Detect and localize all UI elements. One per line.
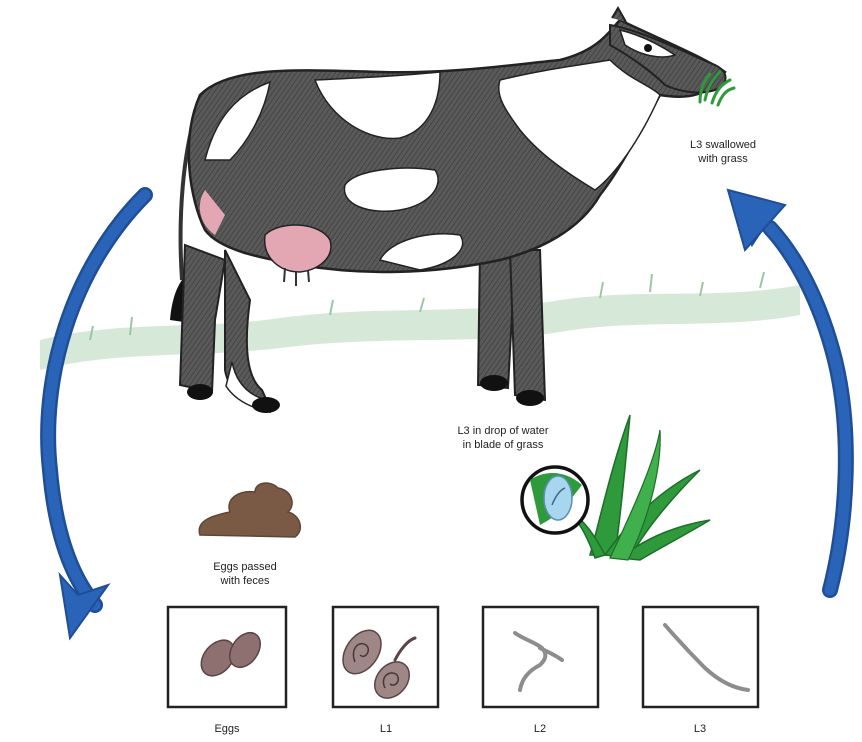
feces-icon: [199, 483, 300, 537]
cycle-arrow-right: [728, 190, 846, 590]
stage-label-l2: L2: [500, 722, 580, 736]
stage-label-eggs: Eggs: [187, 722, 267, 736]
cow-hind-leg: [180, 245, 225, 392]
stage-label-l1: L1: [346, 722, 426, 736]
cow-illustration: [170, 8, 726, 413]
stage-box-l2: [483, 607, 598, 707]
stage-label-l3: L3: [660, 722, 740, 736]
label-eggs-passed: Eggs passed with feces: [190, 560, 300, 588]
stage-box-l3: [643, 607, 758, 707]
label-l3-in-drop: L3 in drop of water in blade of grass: [438, 424, 568, 452]
cow-front-leg: [478, 250, 515, 388]
label-l3-swallowed: L3 swallowed with grass: [668, 138, 778, 166]
stage-box-eggs: [168, 607, 286, 707]
stage-box-l1: [333, 607, 438, 707]
cow-udder: [265, 225, 331, 272]
water-drop-magnifier-icon: [522, 467, 588, 533]
pasture-grass-strip: [40, 272, 800, 370]
cycle-arrow-left: [48, 195, 145, 638]
